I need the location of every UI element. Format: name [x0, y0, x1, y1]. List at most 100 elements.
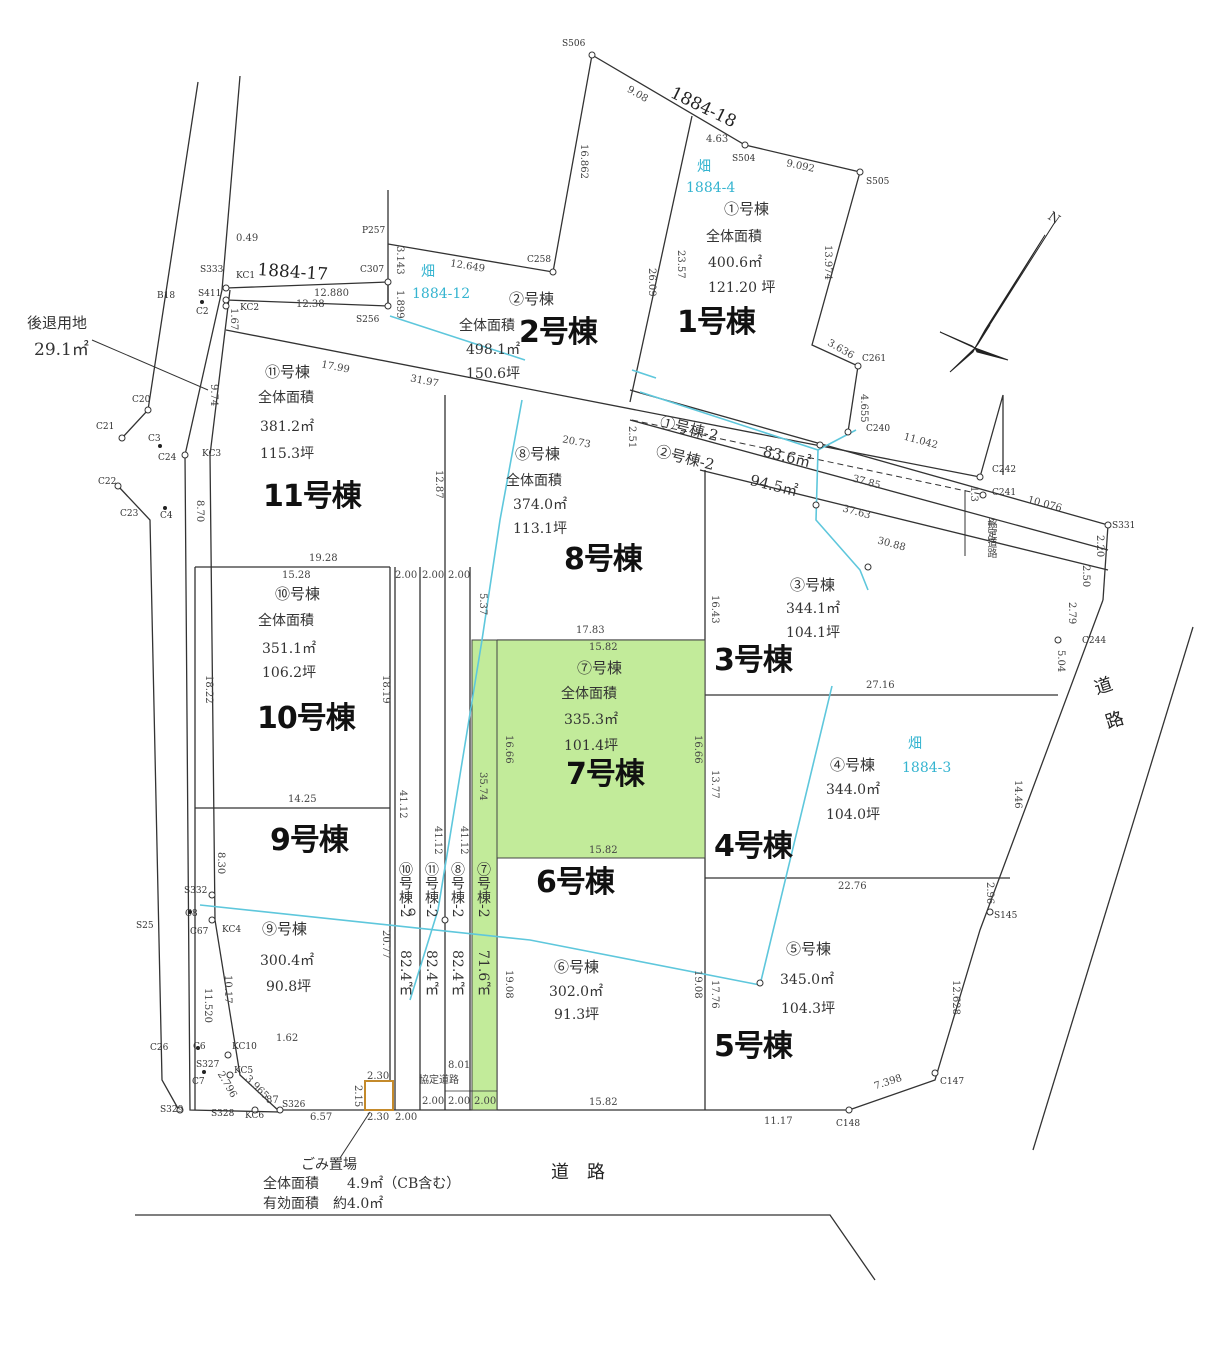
point-label: C67	[190, 927, 209, 937]
parcel-1884-4-type: 畑	[697, 159, 711, 175]
garbage-title: ごみ置場	[301, 1157, 357, 1173]
dim-label: 16.66	[503, 735, 514, 764]
point-label: KC2	[240, 303, 260, 313]
dim-label: 18.22	[203, 675, 214, 704]
dim-label: 22.76	[838, 881, 867, 892]
dim-label: 5.04	[1055, 650, 1066, 673]
building-6-label: 6号棟	[536, 865, 615, 900]
lot-11-area-tsubo: 115.3坪	[260, 446, 315, 462]
building-4-label: 4号棟	[714, 829, 793, 864]
dim-label: 2.50	[1080, 565, 1091, 588]
dim-label: 16.66	[692, 735, 703, 764]
dim-label: 35.74	[477, 772, 488, 801]
point-label: S329	[160, 1105, 184, 1115]
dim-label: 27.16	[866, 680, 895, 691]
dim-label: 9.74	[208, 384, 219, 407]
dim-label: 11.17	[764, 1116, 793, 1127]
garbage-area-total: 全体面積 4.9㎡（CB含む）	[263, 1176, 461, 1192]
point-label: S506	[562, 39, 586, 49]
dim-label: 2.00	[422, 570, 445, 581]
point-label: C307	[360, 265, 385, 275]
point-label: S328	[211, 1109, 235, 1119]
lot-2-area-tsubo: 150.6坪	[466, 366, 521, 382]
point-label: C241	[992, 488, 1017, 498]
dim-label: 15.28	[282, 570, 311, 581]
lot-4-number: ④号棟	[830, 756, 876, 774]
dim-label: 19.08	[503, 970, 514, 999]
point-label: S326	[282, 1100, 306, 1110]
dim-label: 41.12	[397, 790, 408, 819]
building-7-label: 7号棟	[566, 757, 645, 792]
point-label: C26	[150, 1043, 169, 1053]
building-1-label: 1号棟	[677, 305, 756, 340]
point-label: C8	[185, 909, 198, 919]
dim-label: 2.79	[1066, 602, 1077, 625]
parcel-1884-4-number: 1884-4	[686, 180, 736, 196]
strip-8-2-area: 82.4㎡	[449, 950, 465, 996]
dim-label: 41.12	[432, 826, 443, 855]
point-label: KC10	[232, 1042, 257, 1052]
dim-label: 17.76	[709, 980, 720, 1009]
lot-1-area-tsubo: 121.20 坪	[708, 280, 776, 296]
lot-2-area-m2: 498.1㎡	[466, 342, 521, 358]
lot-6-number: ⑥号棟	[554, 958, 600, 976]
parcel-1884-3-number: 1884-3	[902, 760, 952, 776]
dim-label: 12.87	[433, 470, 444, 499]
dim-label: 2.00	[448, 1096, 471, 1107]
building-10-label: 10号棟	[257, 701, 356, 736]
dim-label: 2.30	[367, 1112, 390, 1123]
point-label: C21	[96, 422, 115, 432]
point-label: S331	[1112, 521, 1136, 531]
point-label: C4	[160, 511, 173, 521]
lot-10-area-label: 全体面積	[258, 613, 314, 629]
agreed-road-label: 協定道路	[419, 1075, 459, 1086]
dim-label: 1.67	[228, 308, 239, 331]
dim-label: 12.38	[296, 299, 325, 310]
dim-label: 16.43	[709, 595, 720, 624]
point-label: S504	[732, 154, 756, 164]
dim-label: 12.628	[950, 980, 961, 1015]
dim-label: 6.57	[310, 1112, 333, 1123]
dim-label: 23.57	[675, 250, 686, 279]
lot-4-area-m2: 344.0㎡	[826, 782, 881, 798]
dim-label: 14.25	[288, 794, 317, 805]
parcel-1884-3-type: 畑	[908, 736, 922, 752]
point-label: S333	[200, 265, 224, 275]
dim-label: 5.37	[477, 593, 488, 616]
dim-label: 41.12	[458, 826, 469, 855]
dim-label: 10.17	[222, 975, 233, 1004]
dim-label: 1.62	[276, 1033, 299, 1044]
dim-label: 2.51	[626, 426, 637, 449]
lot-8-area-tsubo: 113.1坪	[513, 521, 568, 537]
dim-label: 2.00	[395, 1112, 418, 1123]
point-label: S25	[136, 921, 154, 931]
point-label: KC1	[236, 271, 256, 281]
dim-label: 15.82	[589, 642, 618, 653]
point-label: S505	[866, 177, 890, 187]
parcel-1884-12-number: 1884-12	[412, 286, 471, 302]
lot-3-number: ③号棟	[790, 576, 836, 594]
dim-label: 11.520	[202, 988, 213, 1023]
lot-6-area-tsubo: 91.3坪	[554, 1007, 600, 1023]
lot-4-area-tsubo: 104.0坪	[826, 807, 881, 823]
point-label: KC6	[245, 1111, 265, 1121]
lot-6-area-m2: 302.0㎡	[549, 984, 604, 1000]
strip-10-2-label: ⑩号棟-2	[397, 862, 413, 918]
lot-1-area-label: 全体面積	[706, 229, 762, 245]
building-5-label: 5号棟	[714, 1029, 793, 1064]
point-label: C2	[196, 307, 209, 317]
lot-7-area-tsubo: 101.4坪	[564, 738, 619, 754]
dim-label: 12.880	[314, 288, 349, 299]
dim-label: 2.20	[1094, 535, 1105, 558]
parcel-1884-17: 1884-17	[256, 260, 329, 285]
dim-label: 15.82	[589, 845, 618, 856]
dim-label: 13.77	[709, 770, 720, 799]
dim-label: 2.00	[474, 1096, 497, 1107]
point-label: C20	[132, 395, 151, 405]
dim-label: 4.655	[858, 394, 869, 423]
lot-8-number: ⑧号棟	[515, 445, 561, 463]
point-label: C148	[836, 1119, 861, 1129]
lot-5-number: ⑤号棟	[786, 940, 832, 958]
lot-2-area-label: 全体面積	[459, 318, 515, 334]
point-label: S411	[198, 289, 222, 299]
